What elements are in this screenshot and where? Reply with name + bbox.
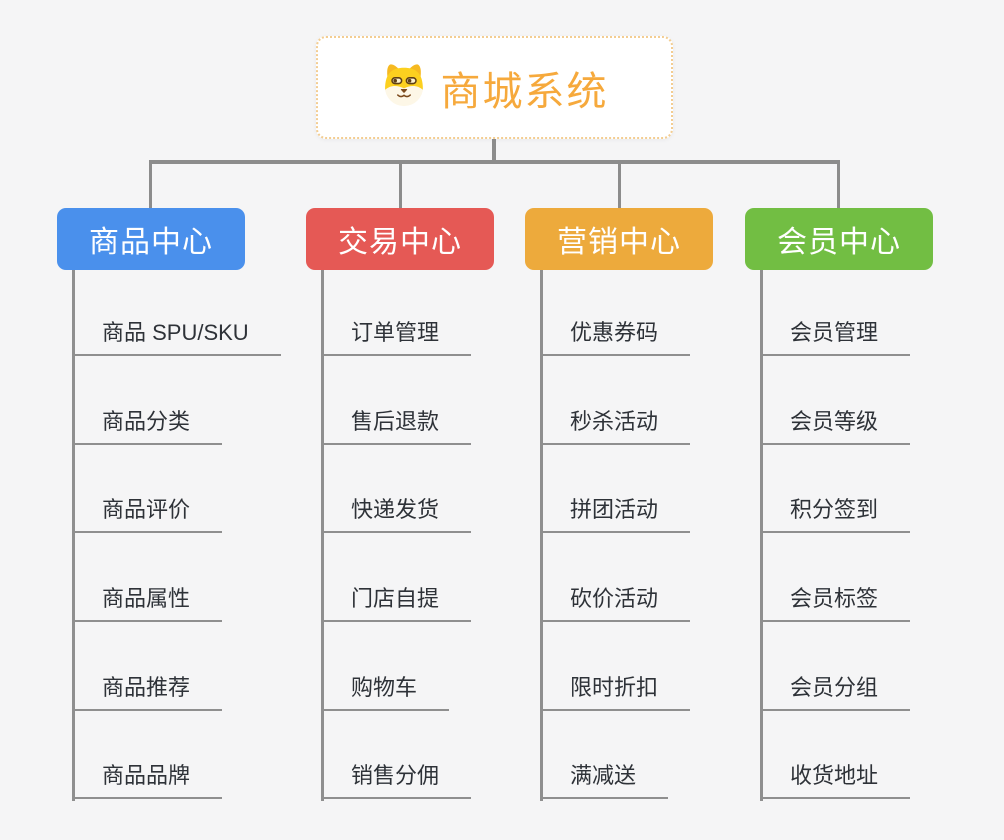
branch-trade-center: 交易中心 订单管理 售后退款 快递发货 门店自提 购物车 销售分佣 xyxy=(306,208,494,801)
topic-node[interactable]: 销售分佣 xyxy=(321,761,472,800)
topic-node[interactable]: 商品分类 xyxy=(72,407,223,445)
connector-drop-3 xyxy=(618,160,621,208)
topic-node[interactable]: 砍价活动 xyxy=(540,584,691,622)
topic-node[interactable]: 会员标签 xyxy=(760,584,911,622)
topic-node[interactable]: 积分签到 xyxy=(760,495,911,534)
topic-node[interactable]: 门店自提 xyxy=(321,584,472,622)
connector-horizontal xyxy=(149,160,840,164)
topic-list-product: 商品 SPU/SKU 商品分类 商品评价 商品属性 商品推荐 商品品牌 xyxy=(72,270,281,800)
topic-node[interactable]: 会员等级 xyxy=(760,407,911,445)
branch-node-marketing-center[interactable]: 营销中心 xyxy=(525,208,713,270)
connector-drop-4 xyxy=(837,160,840,208)
topic-node[interactable]: 购物车 xyxy=(321,673,450,711)
connector-root-stem xyxy=(492,139,496,162)
branch-trunk-line xyxy=(72,270,75,801)
topic-node[interactable]: 商品评价 xyxy=(72,495,223,534)
topic-node[interactable]: 售后退款 xyxy=(321,407,472,445)
topic-node[interactable]: 订单管理 xyxy=(321,318,472,356)
branch-node-trade-center[interactable]: 交易中心 xyxy=(306,208,494,270)
topic-node[interactable]: 秒杀活动 xyxy=(540,407,691,445)
topic-list-member: 会员管理 会员等级 积分签到 会员标签 会员分组 收货地址 xyxy=(760,270,911,800)
connector-drop-2 xyxy=(399,160,402,208)
branch-node-product-center[interactable]: 商品中心 xyxy=(57,208,245,270)
topic-node[interactable]: 会员管理 xyxy=(760,318,911,356)
topic-node[interactable]: 收货地址 xyxy=(760,761,911,800)
branch-trunk-line xyxy=(760,270,763,801)
branch-product-center: 商品中心 商品 SPU/SKU 商品分类 商品评价 商品属性 商品推荐 商品品牌 xyxy=(57,208,281,801)
root-node[interactable]: 商城系统 xyxy=(316,36,673,139)
topic-list-marketing: 优惠券码 秒杀活动 拼团活动 砍价活动 限时折扣 满减送 xyxy=(540,270,691,800)
topic-node[interactable]: 会员分组 xyxy=(760,673,911,711)
connector-drop-1 xyxy=(149,160,152,208)
topic-node[interactable]: 限时折扣 xyxy=(540,673,691,711)
topic-list-trade: 订单管理 售后退款 快递发货 门店自提 购物车 销售分佣 xyxy=(321,270,472,800)
topic-node[interactable]: 拼团活动 xyxy=(540,495,691,534)
topic-node[interactable]: 商品属性 xyxy=(72,584,223,622)
topic-node[interactable]: 商品 SPU/SKU xyxy=(72,318,281,356)
branch-marketing-center: 营销中心 优惠券码 秒杀活动 拼团活动 砍价活动 限时折扣 满减送 xyxy=(525,208,713,801)
shiba-dog-icon xyxy=(381,62,427,113)
topic-node[interactable]: 商品推荐 xyxy=(72,673,223,711)
root-title: 商城系统 xyxy=(440,69,609,114)
topic-node[interactable]: 快递发货 xyxy=(321,495,472,534)
branch-trunk-line xyxy=(321,270,324,801)
branch-member-center: 会员中心 会员管理 会员等级 积分签到 会员标签 会员分组 收货地址 xyxy=(745,208,933,801)
topic-node[interactable]: 优惠券码 xyxy=(540,318,691,356)
topic-node[interactable]: 商品品牌 xyxy=(72,761,223,800)
branch-node-member-center[interactable]: 会员中心 xyxy=(745,208,933,270)
topic-node[interactable]: 满减送 xyxy=(540,761,669,800)
branch-trunk-line xyxy=(540,270,543,801)
